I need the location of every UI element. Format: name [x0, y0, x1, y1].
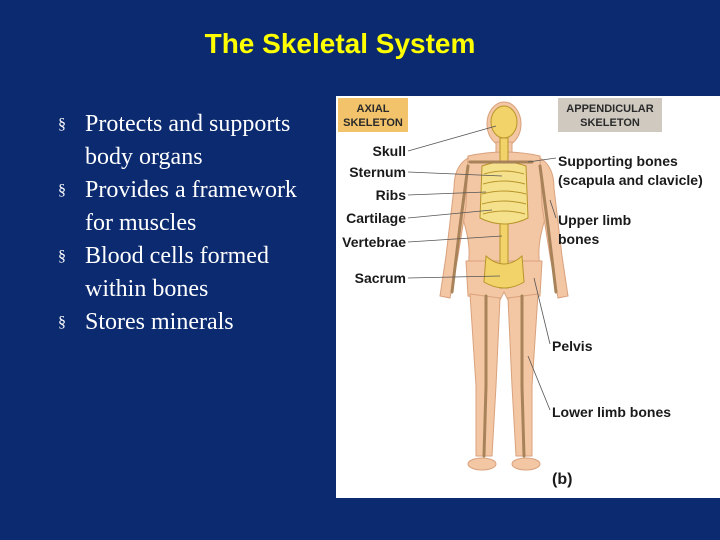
- label-cartilage: Cartilage: [346, 210, 406, 226]
- bullet-marker-icon: §: [58, 314, 66, 331]
- bullet-marker-icon: §: [58, 182, 66, 199]
- appendicular-header-box: [558, 98, 662, 132]
- label-supporting-line2: (scapula and clavicle): [558, 172, 703, 188]
- left-labels: Skull Sternum Ribs Cartilage Vertebrae S…: [342, 143, 406, 286]
- right-leader-lines: [527, 157, 557, 411]
- right-labels: Supporting bones (scapula and clavicle) …: [552, 153, 703, 488]
- axial-header-line1: AXIAL: [357, 103, 390, 115]
- appendicular-header-line2: SKELETON: [580, 117, 640, 129]
- bullet-text: Stores minerals: [85, 309, 234, 335]
- limb-bones: [450, 160, 558, 458]
- label-sternum: Sternum: [349, 164, 406, 180]
- panel-letter: (b): [552, 471, 572, 488]
- label-lower-limb: Lower limb bones: [552, 404, 671, 420]
- label-upper-limb-line1: Upper limb: [558, 212, 631, 228]
- axial-header-box: [338, 98, 408, 132]
- bullet-item: § Blood cells formed within bones: [58, 240, 330, 306]
- bullet-text: Blood cells formed within bones: [85, 243, 269, 302]
- bullet-list: § Protects and supports body organs § Pr…: [58, 108, 330, 339]
- label-sacrum: Sacrum: [355, 270, 406, 286]
- axial-bones: [479, 105, 529, 289]
- bullet-text: Protects and supports body organs: [85, 111, 291, 170]
- label-ribs: Ribs: [376, 187, 407, 203]
- bullet-marker-icon: §: [58, 116, 66, 133]
- label-vertebrae: Vertebrae: [342, 234, 406, 250]
- bullet-marker-icon: §: [58, 248, 66, 265]
- skeleton-figure: AXIAL SKELETON APPENDICULAR SKELETON: [336, 96, 720, 498]
- bullet-item: § Protects and supports body organs: [58, 108, 330, 174]
- appendicular-header-line1: APPENDICULAR: [566, 103, 653, 115]
- bullet-text: Provides a framework for muscles: [85, 177, 297, 236]
- bullet-item: § Stores minerals: [58, 306, 330, 339]
- rib-lines: [481, 170, 527, 215]
- skeleton-diagram: AXIAL SKELETON APPENDICULAR SKELETON: [338, 98, 703, 488]
- slide-title: The Skeletal System: [204, 28, 476, 59]
- label-upper-limb-line2: bones: [558, 231, 599, 247]
- left-leader-lines: [407, 125, 503, 279]
- label-skull: Skull: [373, 143, 406, 159]
- axial-header-line2: SKELETON: [343, 117, 403, 129]
- label-supporting-line1: Supporting bones: [558, 153, 678, 169]
- bullet-item: § Provides a framework for muscles: [58, 174, 330, 240]
- label-pelvis: Pelvis: [552, 338, 593, 354]
